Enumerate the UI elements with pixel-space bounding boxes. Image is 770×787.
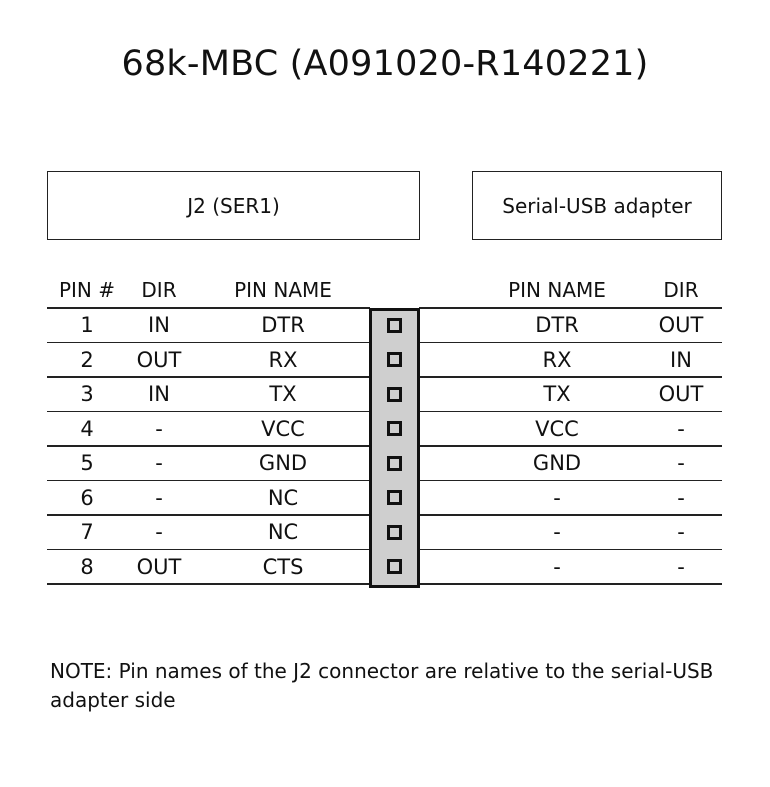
- connector-pin-icon: [387, 317, 402, 333]
- pin-direction-cell: OUT: [136, 554, 182, 579]
- pin-number-cell: 2: [80, 347, 94, 372]
- pin-direction-cell: -: [155, 451, 163, 475]
- pin-name-cell: GND: [258, 451, 308, 475]
- diagram-title: 68k-MBC (A091020-R140221): [121, 44, 649, 84]
- table-row-divider: [47, 341, 370, 344]
- table-row: 4 - VCC VCC -: [0, 412, 770, 447]
- table-row: 8 OUT CTS - -: [0, 550, 770, 585]
- table-row-divider: [419, 445, 722, 447]
- pin-direction-cell: -: [155, 520, 163, 544]
- pin-name-cell: NC: [267, 485, 299, 510]
- pin-name-cell: TX: [269, 382, 297, 406]
- pin-header-connector: [369, 308, 420, 588]
- pin-direction-cell: -: [155, 485, 163, 510]
- pin-direction-cell: IN: [148, 382, 170, 406]
- pin-number-cell: 1: [80, 313, 94, 337]
- table-row-divider: [419, 376, 722, 378]
- adapter-pin-name-cell: TX: [543, 382, 571, 406]
- adapter-direction-cell: -: [677, 485, 685, 510]
- adapter-pin-name-cell: -: [553, 520, 561, 544]
- pin-number-cell: 7: [80, 520, 94, 544]
- pin-number-cell: 4: [80, 416, 94, 441]
- j2-connector-label: J2 (SER1): [187, 193, 280, 218]
- table-row-divider: [47, 307, 370, 309]
- table-row-divider: [419, 548, 722, 551]
- table-row-divider: [419, 410, 722, 413]
- adapter-pin-name-cell: -: [553, 485, 561, 510]
- adapter-pin-name-cell: VCC: [535, 416, 579, 441]
- table-row: 1 IN DTR DTR OUT: [0, 308, 770, 343]
- pin-number-cell: 6: [80, 485, 94, 510]
- table-row: 6 - NC - -: [0, 481, 770, 516]
- connector-pin-icon: [387, 455, 402, 471]
- column-header-pin-name: PIN NAME: [234, 278, 332, 302]
- adapter-direction-cell: -: [677, 554, 685, 579]
- adapter-pin-name-cell: RX: [542, 347, 572, 372]
- pin-name-cell: DTR: [261, 313, 305, 337]
- table-row-divider: [419, 341, 722, 344]
- adapter-direction-cell: IN: [670, 347, 692, 372]
- column-header-dir: DIR: [141, 278, 177, 302]
- j2-connector-header-box: J2 (SER1): [47, 171, 420, 240]
- table-row-divider: [47, 410, 370, 413]
- adapter-direction-cell: -: [677, 416, 685, 441]
- connector-pin-icon: [387, 524, 402, 540]
- pin-name-cell: VCC: [261, 416, 305, 441]
- table-row-divider: [47, 514, 370, 516]
- connector-pin-icon: [387, 490, 402, 506]
- table-row-divider: [47, 479, 370, 482]
- connector-pin-icon: [387, 352, 402, 368]
- table-row: 7 - NC - -: [0, 515, 770, 550]
- adapter-direction-cell: OUT: [658, 382, 704, 406]
- table-row-divider: [419, 307, 722, 309]
- column-header-adapter-dir: DIR: [663, 278, 699, 302]
- adapter-pin-name-cell: DTR: [535, 313, 579, 337]
- serial-usb-adapter-label: Serial-USB adapter: [502, 193, 692, 218]
- note-text: NOTE: Pin names of the J2 connector are …: [50, 659, 714, 712]
- table-row-divider: [47, 583, 370, 585]
- pin-direction-cell: OUT: [136, 347, 182, 372]
- table-row-divider: [47, 445, 370, 447]
- column-header-adapter-pin-name: PIN NAME: [508, 278, 606, 302]
- connector-pin-icon: [387, 559, 402, 575]
- adapter-direction-cell: -: [677, 451, 685, 475]
- table-row-divider: [47, 548, 370, 551]
- table-row: 3 IN TX TX OUT: [0, 377, 770, 412]
- adapter-pin-name-cell: GND: [532, 451, 582, 475]
- table-row: 2 OUT RX RX IN: [0, 343, 770, 378]
- table-row-divider: [419, 479, 722, 482]
- adapter-direction-cell: -: [677, 520, 685, 544]
- connector-pin-icon: [387, 386, 402, 402]
- pin-name-cell: CTS: [262, 554, 304, 579]
- column-header-pin: PIN #: [58, 278, 116, 302]
- pin-name-cell: NC: [267, 520, 299, 544]
- pin-direction-cell: IN: [148, 313, 170, 337]
- pin-number-cell: 3: [80, 382, 94, 406]
- serial-usb-adapter-header-box: Serial-USB adapter: [472, 171, 722, 240]
- pin-number-cell: 5: [80, 451, 94, 475]
- pin-name-cell: RX: [268, 347, 298, 372]
- table-row-divider: [47, 376, 370, 378]
- pin-direction-cell: -: [155, 416, 163, 441]
- pin-number-cell: 8: [80, 554, 94, 579]
- adapter-pin-name-cell: -: [553, 554, 561, 579]
- table-row: 5 - GND GND -: [0, 446, 770, 481]
- table-row-divider: [419, 514, 722, 516]
- connector-pin-icon: [387, 421, 402, 437]
- adapter-direction-cell: OUT: [658, 313, 704, 337]
- table-row-divider: [419, 583, 722, 585]
